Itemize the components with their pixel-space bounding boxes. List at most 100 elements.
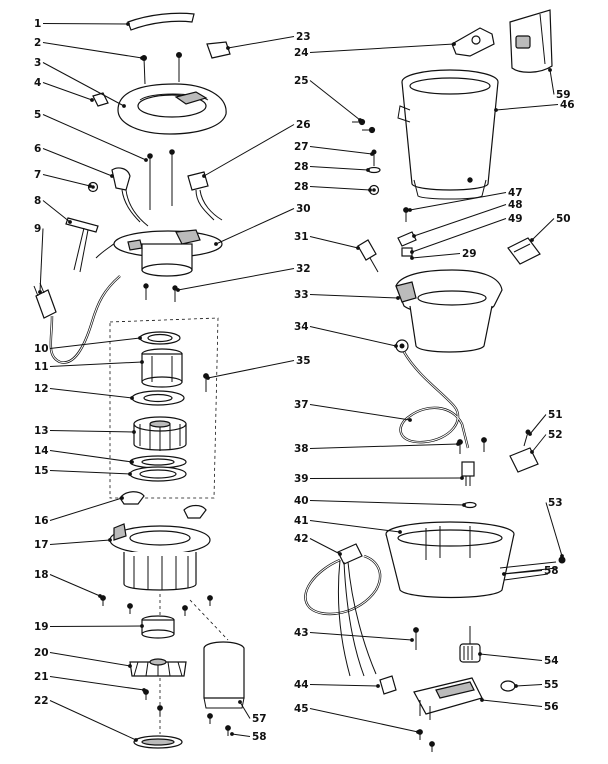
leader-line-45 xyxy=(309,708,419,733)
leader-point-14 xyxy=(130,460,134,464)
callout-label-54: 54 xyxy=(544,655,559,667)
leader-line-32 xyxy=(177,268,295,291)
leader-point-42 xyxy=(338,552,342,556)
leader-line-6 xyxy=(42,148,113,177)
part-15-gasket xyxy=(129,466,187,482)
leader-point-45 xyxy=(416,730,420,734)
leader-line-57 xyxy=(239,701,251,719)
callout-label-11: 11 xyxy=(34,361,49,373)
leader-point-5 xyxy=(144,158,148,162)
leader-line-26 xyxy=(203,124,295,177)
part-57-filter xyxy=(203,641,245,709)
leader-point-55 xyxy=(514,684,518,688)
callout-label-4: 4 xyxy=(34,77,41,89)
callout-label-1: 1 xyxy=(34,18,41,30)
part-56-switch-housing xyxy=(413,677,483,720)
leader-point-7 xyxy=(88,184,92,188)
leader-line-7 xyxy=(42,174,91,187)
leader-line-19 xyxy=(49,625,143,627)
part-4-block xyxy=(92,92,109,107)
part-11-sleeve xyxy=(141,348,183,388)
leader-line-5 xyxy=(42,114,147,161)
leader-point-25 xyxy=(358,118,362,122)
leader-point-16 xyxy=(120,496,124,500)
leader-point-30 xyxy=(214,242,218,246)
leader-point-48 xyxy=(412,234,416,238)
leader-line-31 xyxy=(309,236,359,249)
leader-point-54 xyxy=(478,652,482,656)
part-12-washer xyxy=(131,390,185,406)
leader-point-34 xyxy=(394,344,398,348)
leader-line-58 xyxy=(231,733,251,737)
leader-point-12 xyxy=(130,396,134,400)
part-9-cord xyxy=(33,275,121,364)
leader-point-17 xyxy=(108,538,112,542)
part-48-spring xyxy=(397,231,417,247)
leader-line-13 xyxy=(49,430,135,433)
leader-line-28 xyxy=(309,166,369,171)
leader-line-47 xyxy=(409,192,507,211)
leader-line-27 xyxy=(309,146,373,155)
leader-point-39 xyxy=(460,476,464,480)
leader-point-28 xyxy=(366,168,370,172)
callout-label-57: 57 xyxy=(252,713,267,725)
part-43-screw xyxy=(413,627,419,650)
leader-line-22 xyxy=(49,700,137,741)
leader-line-41 xyxy=(309,520,401,533)
leader-line-50 xyxy=(531,218,555,241)
part-39-connector xyxy=(461,461,475,486)
callout-label-35: 35 xyxy=(296,355,311,367)
leader-point-35 xyxy=(206,376,210,380)
callout-label-50: 50 xyxy=(556,213,571,225)
part-21-screws xyxy=(143,689,163,716)
leader-point-15 xyxy=(128,472,132,476)
part-25-screws xyxy=(352,118,376,134)
leader-point-29 xyxy=(410,256,414,260)
leader-point-31 xyxy=(356,246,360,250)
part-55-oring xyxy=(500,680,516,692)
part-53-cord-ends xyxy=(499,556,566,581)
leader-line-33 xyxy=(309,294,399,299)
leader-line-52 xyxy=(531,434,547,453)
leader-point-32 xyxy=(176,288,180,292)
leader-line-46 xyxy=(495,104,559,111)
part-50-latch xyxy=(507,237,541,265)
part-22-disc xyxy=(133,735,183,749)
part-41-base xyxy=(385,521,515,599)
leader-point-20 xyxy=(128,664,132,668)
callout-label-21: 21 xyxy=(34,671,49,683)
leader-line-15 xyxy=(49,470,131,475)
leader-point-58 xyxy=(502,572,506,576)
callout-label-3: 3 xyxy=(34,57,41,69)
part-54-capacitor xyxy=(459,626,481,663)
leader-point-37 xyxy=(408,418,412,422)
guide-dashed-57 xyxy=(189,599,229,641)
leader-line-34 xyxy=(309,326,397,347)
part-screws-top xyxy=(141,52,182,85)
leader-point-46 xyxy=(494,108,498,112)
leader-point-57 xyxy=(238,700,242,704)
callout-label-48: 48 xyxy=(508,199,523,211)
leader-point-44 xyxy=(376,684,380,688)
leader-point-52 xyxy=(530,450,534,454)
leader-line-16 xyxy=(49,497,123,521)
leader-line-17 xyxy=(49,539,111,545)
leader-point-4 xyxy=(90,98,94,102)
part-20-impeller xyxy=(129,658,187,677)
callout-label-45: 45 xyxy=(294,703,309,715)
leader-point-9 xyxy=(38,290,42,294)
part-33-lid xyxy=(395,269,503,353)
leader-point-19 xyxy=(140,624,144,628)
part-26-clip xyxy=(187,171,223,221)
part-46-tank xyxy=(397,69,499,200)
part-58-screws-bottom xyxy=(207,713,231,736)
leader-point-38 xyxy=(456,442,460,446)
leader-point-1 xyxy=(126,22,130,26)
callout-label-7: 7 xyxy=(34,169,41,181)
motor-group-outline xyxy=(109,317,219,499)
leader-point-2 xyxy=(140,56,144,60)
callout-label-58: 58 xyxy=(544,565,559,577)
leader-line-49 xyxy=(411,218,507,253)
leader-point-47 xyxy=(408,208,412,212)
leader-point-53 xyxy=(560,554,564,558)
